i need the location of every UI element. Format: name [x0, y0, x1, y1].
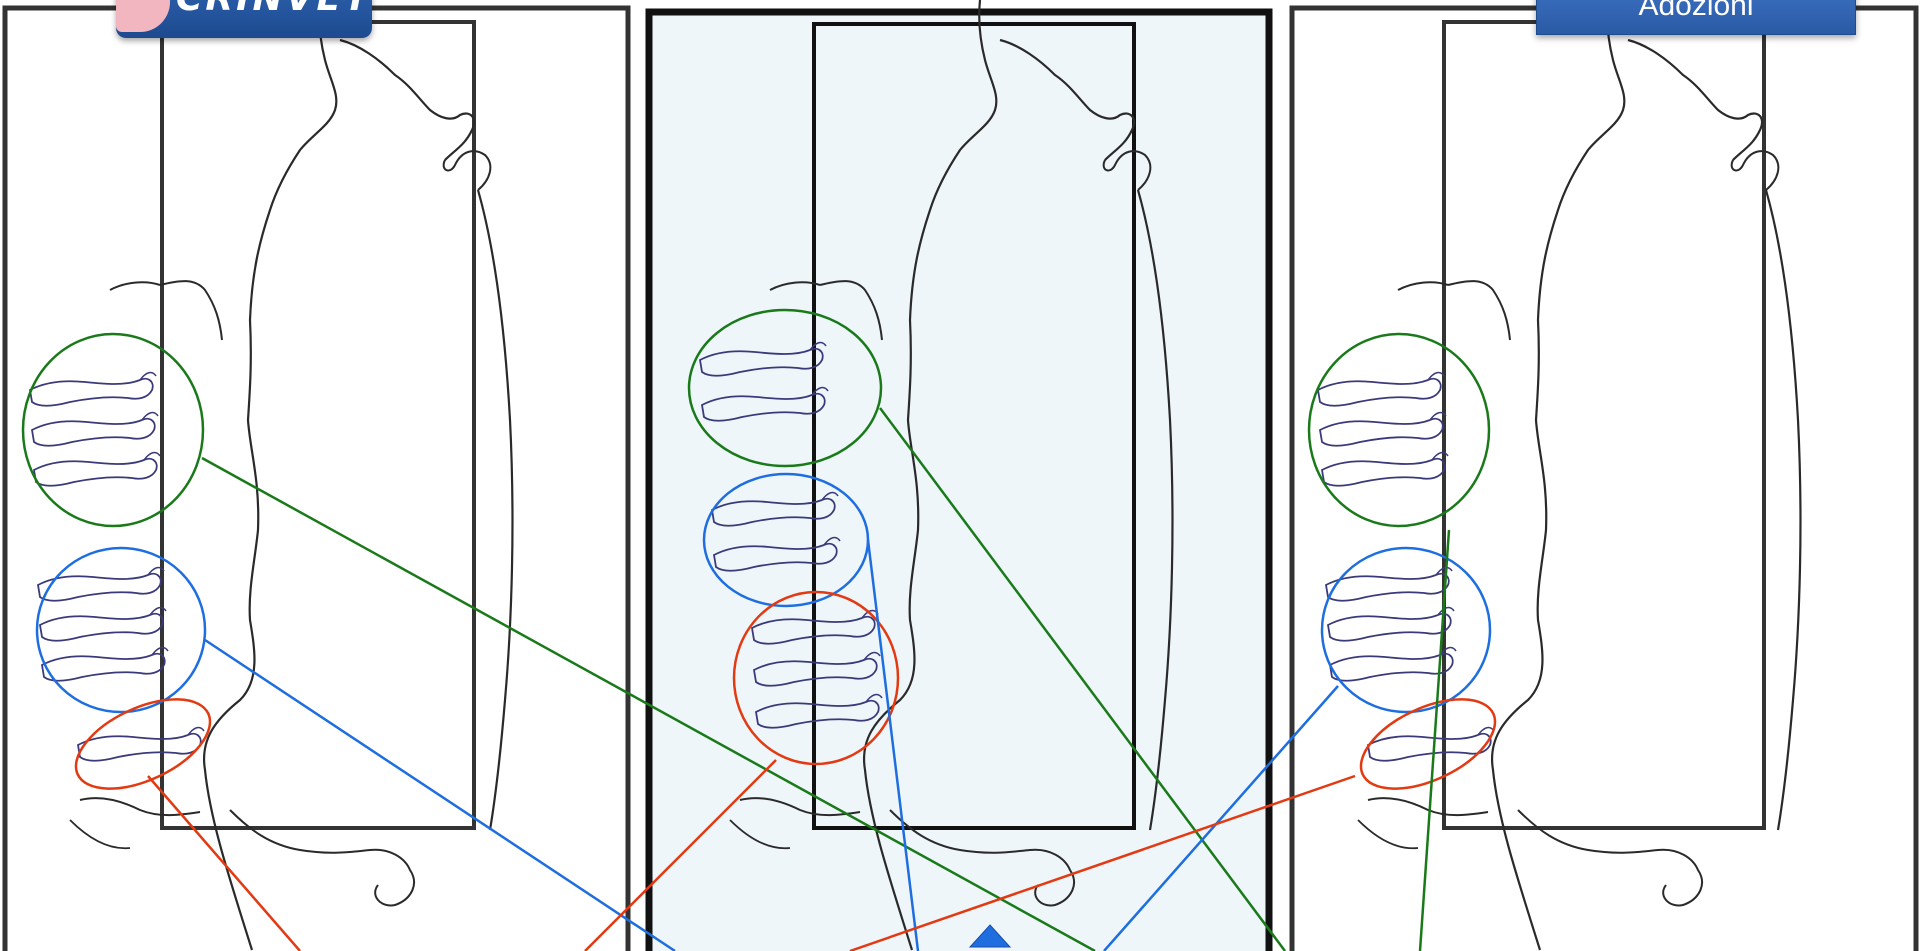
left-red-group: [63, 681, 224, 807]
left-panel-frame: [5, 8, 628, 951]
adozioni-button[interactable]: Adozioni: [1536, 0, 1856, 35]
right-sow-outline: [1358, 0, 1800, 950]
left-red-connector: [148, 776, 300, 951]
logo-text: CRINVET: [176, 0, 372, 19]
crinvet-logo: CRINVET: [116, 0, 372, 38]
left-panel: [5, 0, 628, 951]
right-blue-group: [1322, 548, 1490, 712]
right-panel: [1292, 0, 1916, 951]
left-blue-group: [37, 548, 205, 712]
left-sow-outline: [70, 0, 512, 950]
left-green-group: [23, 334, 203, 526]
left-piglets: [30, 373, 204, 761]
left-blue-connector: [205, 640, 675, 951]
right-piglets: [1318, 373, 1494, 761]
logo-pink-shape: [116, 0, 170, 32]
right-green-group: [1309, 334, 1489, 526]
right-inner-frame: [1444, 22, 1764, 828]
right-panel-frame: [1292, 8, 1916, 951]
center-panel: [649, 0, 1269, 951]
left-inner-frame: [162, 22, 474, 828]
